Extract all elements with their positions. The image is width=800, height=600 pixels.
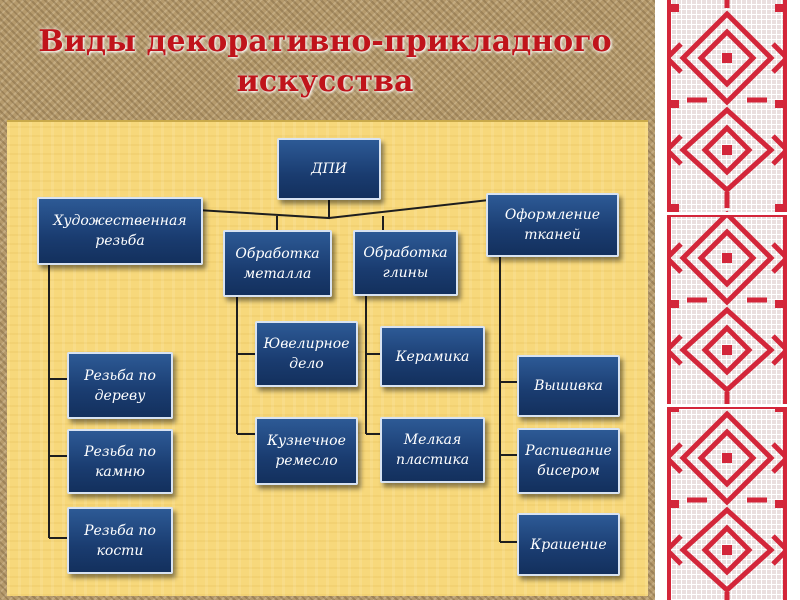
category-carving: Художественная резьба: [37, 197, 203, 265]
category-textiles: Оформление тканей: [486, 193, 619, 257]
category-claywork: Обработка глины: [353, 230, 458, 296]
item-small-sculpture: Мелкая пластика: [380, 417, 485, 483]
folk-ornament-pattern: [655, 0, 800, 600]
page-title: Виды декоративно-прикладного искусства: [38, 24, 612, 99]
item-bone-carving: Резьба по кости: [67, 507, 173, 574]
item-wood-carving: Резьба по дереву: [67, 352, 173, 419]
item-beadwork: Распивание бисером: [517, 428, 620, 494]
item-ceramics: Керамика: [380, 326, 485, 387]
category-metalwork: Обработка металла: [223, 230, 332, 297]
item-stone-carving: Резьба по камню: [67, 429, 173, 494]
root-node: ДПИ: [277, 138, 381, 200]
item-blacksmithing: Кузнечное ремесло: [255, 417, 358, 485]
folk-ornament-border: [655, 0, 800, 600]
item-embroidery: Вышивка: [517, 355, 620, 417]
item-dyeing: Крашение: [517, 513, 620, 576]
item-jewelry: Ювелирное дело: [255, 321, 358, 387]
